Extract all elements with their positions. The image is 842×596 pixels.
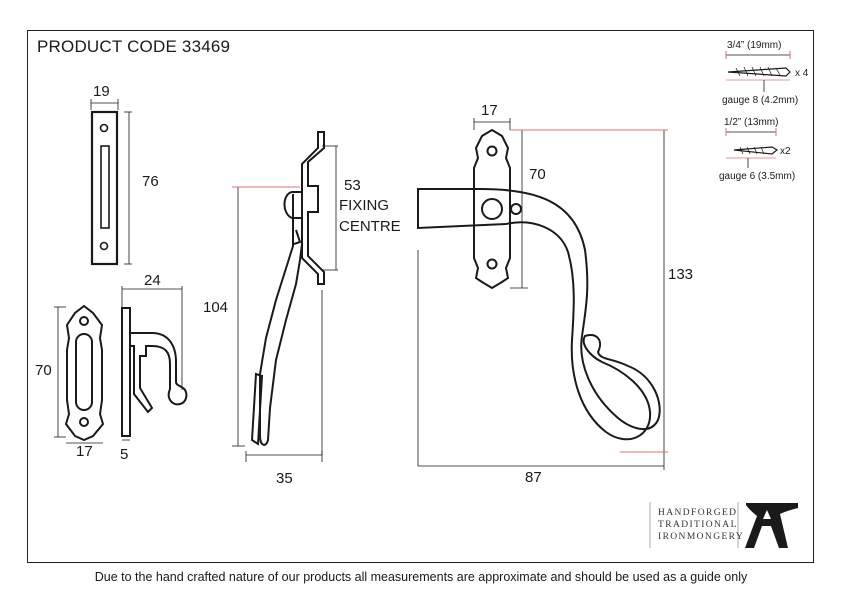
total-width-label: 87 bbox=[525, 469, 542, 486]
fixing-centre-label-line1: FIXING bbox=[339, 197, 389, 214]
anvil-logo-icon bbox=[745, 503, 798, 548]
fastener-side-drawing bbox=[250, 131, 325, 446]
staple-side-drawing bbox=[121, 307, 188, 437]
screw-small-gauge: gauge 6 (3.5mm) bbox=[719, 171, 795, 182]
staple-width-label: 17 bbox=[76, 443, 93, 460]
fixing-centre-label-line2: CENTRE bbox=[339, 218, 401, 235]
plate-width-label: 17 bbox=[481, 102, 498, 119]
brand-line-2: TRADITIONAL bbox=[658, 520, 738, 530]
screw-small-drawing bbox=[725, 128, 779, 168]
screw-large-length: 3/4” (19mm) bbox=[727, 40, 781, 51]
fastener-side-dimension-lines bbox=[232, 145, 338, 462]
plate-height-label: 70 bbox=[529, 166, 546, 183]
staple-side-dimension-lines bbox=[121, 286, 183, 441]
staple-front-dimension-lines bbox=[54, 306, 103, 444]
staple-front-drawing bbox=[64, 304, 105, 442]
staple-plate-label: 5 bbox=[120, 446, 128, 463]
screw-large-qty: x 4 bbox=[795, 68, 809, 79]
staple-depth-label: 24 bbox=[144, 272, 161, 289]
screw-small-length: 1/2” (13mm) bbox=[724, 117, 778, 128]
brand-line-1: HANDFORGED bbox=[658, 508, 737, 518]
keep-drawing bbox=[90, 110, 119, 266]
fastener-front-dimension-lines bbox=[417, 118, 665, 470]
disclaimer-text: Due to the hand crafted nature of our pr… bbox=[94, 570, 748, 584]
brand-line-3: IRONMONGERY bbox=[658, 532, 744, 542]
keep-dimension-lines bbox=[90, 99, 132, 265]
side-height-label: 104 bbox=[203, 299, 228, 316]
screw-large-gauge: gauge 8 (4.2mm) bbox=[722, 95, 798, 106]
total-height-label: 133 bbox=[668, 266, 693, 283]
drawing-frame bbox=[27, 30, 814, 563]
fastener-front-drawing bbox=[417, 128, 661, 441]
staple-height-label: 70 bbox=[35, 362, 52, 379]
keep-height-label: 76 bbox=[142, 173, 159, 190]
fixing-centre-value: 53 bbox=[344, 177, 361, 194]
side-depth-label: 35 bbox=[276, 470, 293, 487]
keep-width-label: 19 bbox=[93, 83, 110, 100]
screw-large-drawing bbox=[725, 51, 791, 92]
screw-small-qty: x2 bbox=[780, 146, 791, 157]
product-code-title: PRODUCT CODE 33469 bbox=[37, 37, 231, 56]
